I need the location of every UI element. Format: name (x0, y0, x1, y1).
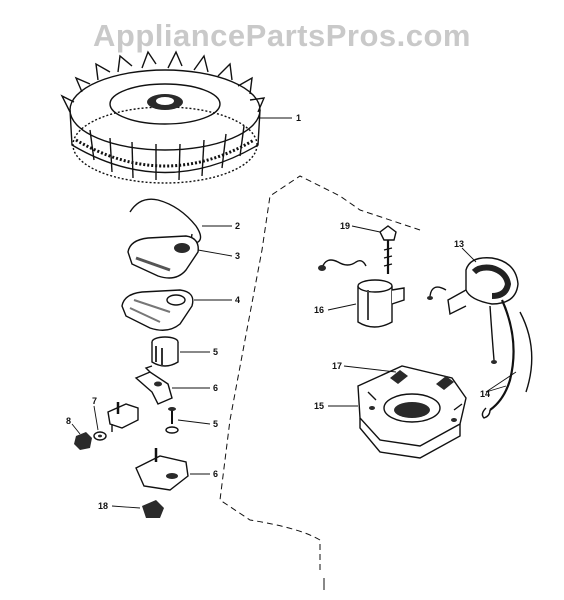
callout-8: 8 (66, 416, 71, 426)
gasket-part[interactable] (121, 289, 194, 331)
callout-1: 1 (296, 113, 301, 123)
nut-part[interactable] (74, 432, 92, 450)
washer-part[interactable] (93, 431, 107, 441)
screw-washer-part[interactable] (165, 407, 179, 434)
callout-4: 4 (235, 295, 240, 305)
callout-13: 13 (454, 239, 464, 249)
callout-6-upper: 6 (213, 383, 218, 393)
callout-2: 2 (235, 221, 240, 231)
callout-15: 15 (314, 401, 324, 411)
callout-18-left: 18 (98, 501, 108, 511)
ignition-group-outline (219, 175, 421, 570)
callout-14: 14 (480, 389, 490, 399)
callout-17: 17 (332, 361, 342, 371)
ignition-coil-part[interactable] (427, 257, 519, 364)
bolt-part[interactable] (379, 225, 397, 274)
spring-clip-part[interactable] (129, 198, 202, 244)
callout-19: 19 (340, 221, 350, 231)
condenser-part[interactable] (318, 259, 405, 328)
coil-lead-wire-part[interactable] (481, 299, 533, 419)
watermark-text: AppliancePartsPros.com (93, 18, 471, 53)
stator-plate-part[interactable] (357, 365, 467, 459)
callout-5-upper: 5 (213, 347, 218, 357)
flywheel-part[interactable] (60, 50, 266, 184)
breaker-arm-part[interactable] (134, 365, 173, 405)
callout-16-upper: 16 (314, 305, 324, 315)
bushing-part[interactable] (151, 336, 179, 367)
callout-6-lower: 6 (213, 469, 218, 479)
callout-7: 7 (92, 396, 97, 406)
cover-plate-part[interactable] (127, 235, 199, 279)
callout-3: 3 (235, 251, 240, 261)
callout-5-lower: 5 (213, 419, 218, 429)
contact-bracket-part[interactable] (107, 402, 139, 432)
cam-wiper-part[interactable] (142, 500, 164, 518)
leader-lines (71, 117, 517, 509)
mounting-plate-part[interactable] (135, 448, 189, 491)
